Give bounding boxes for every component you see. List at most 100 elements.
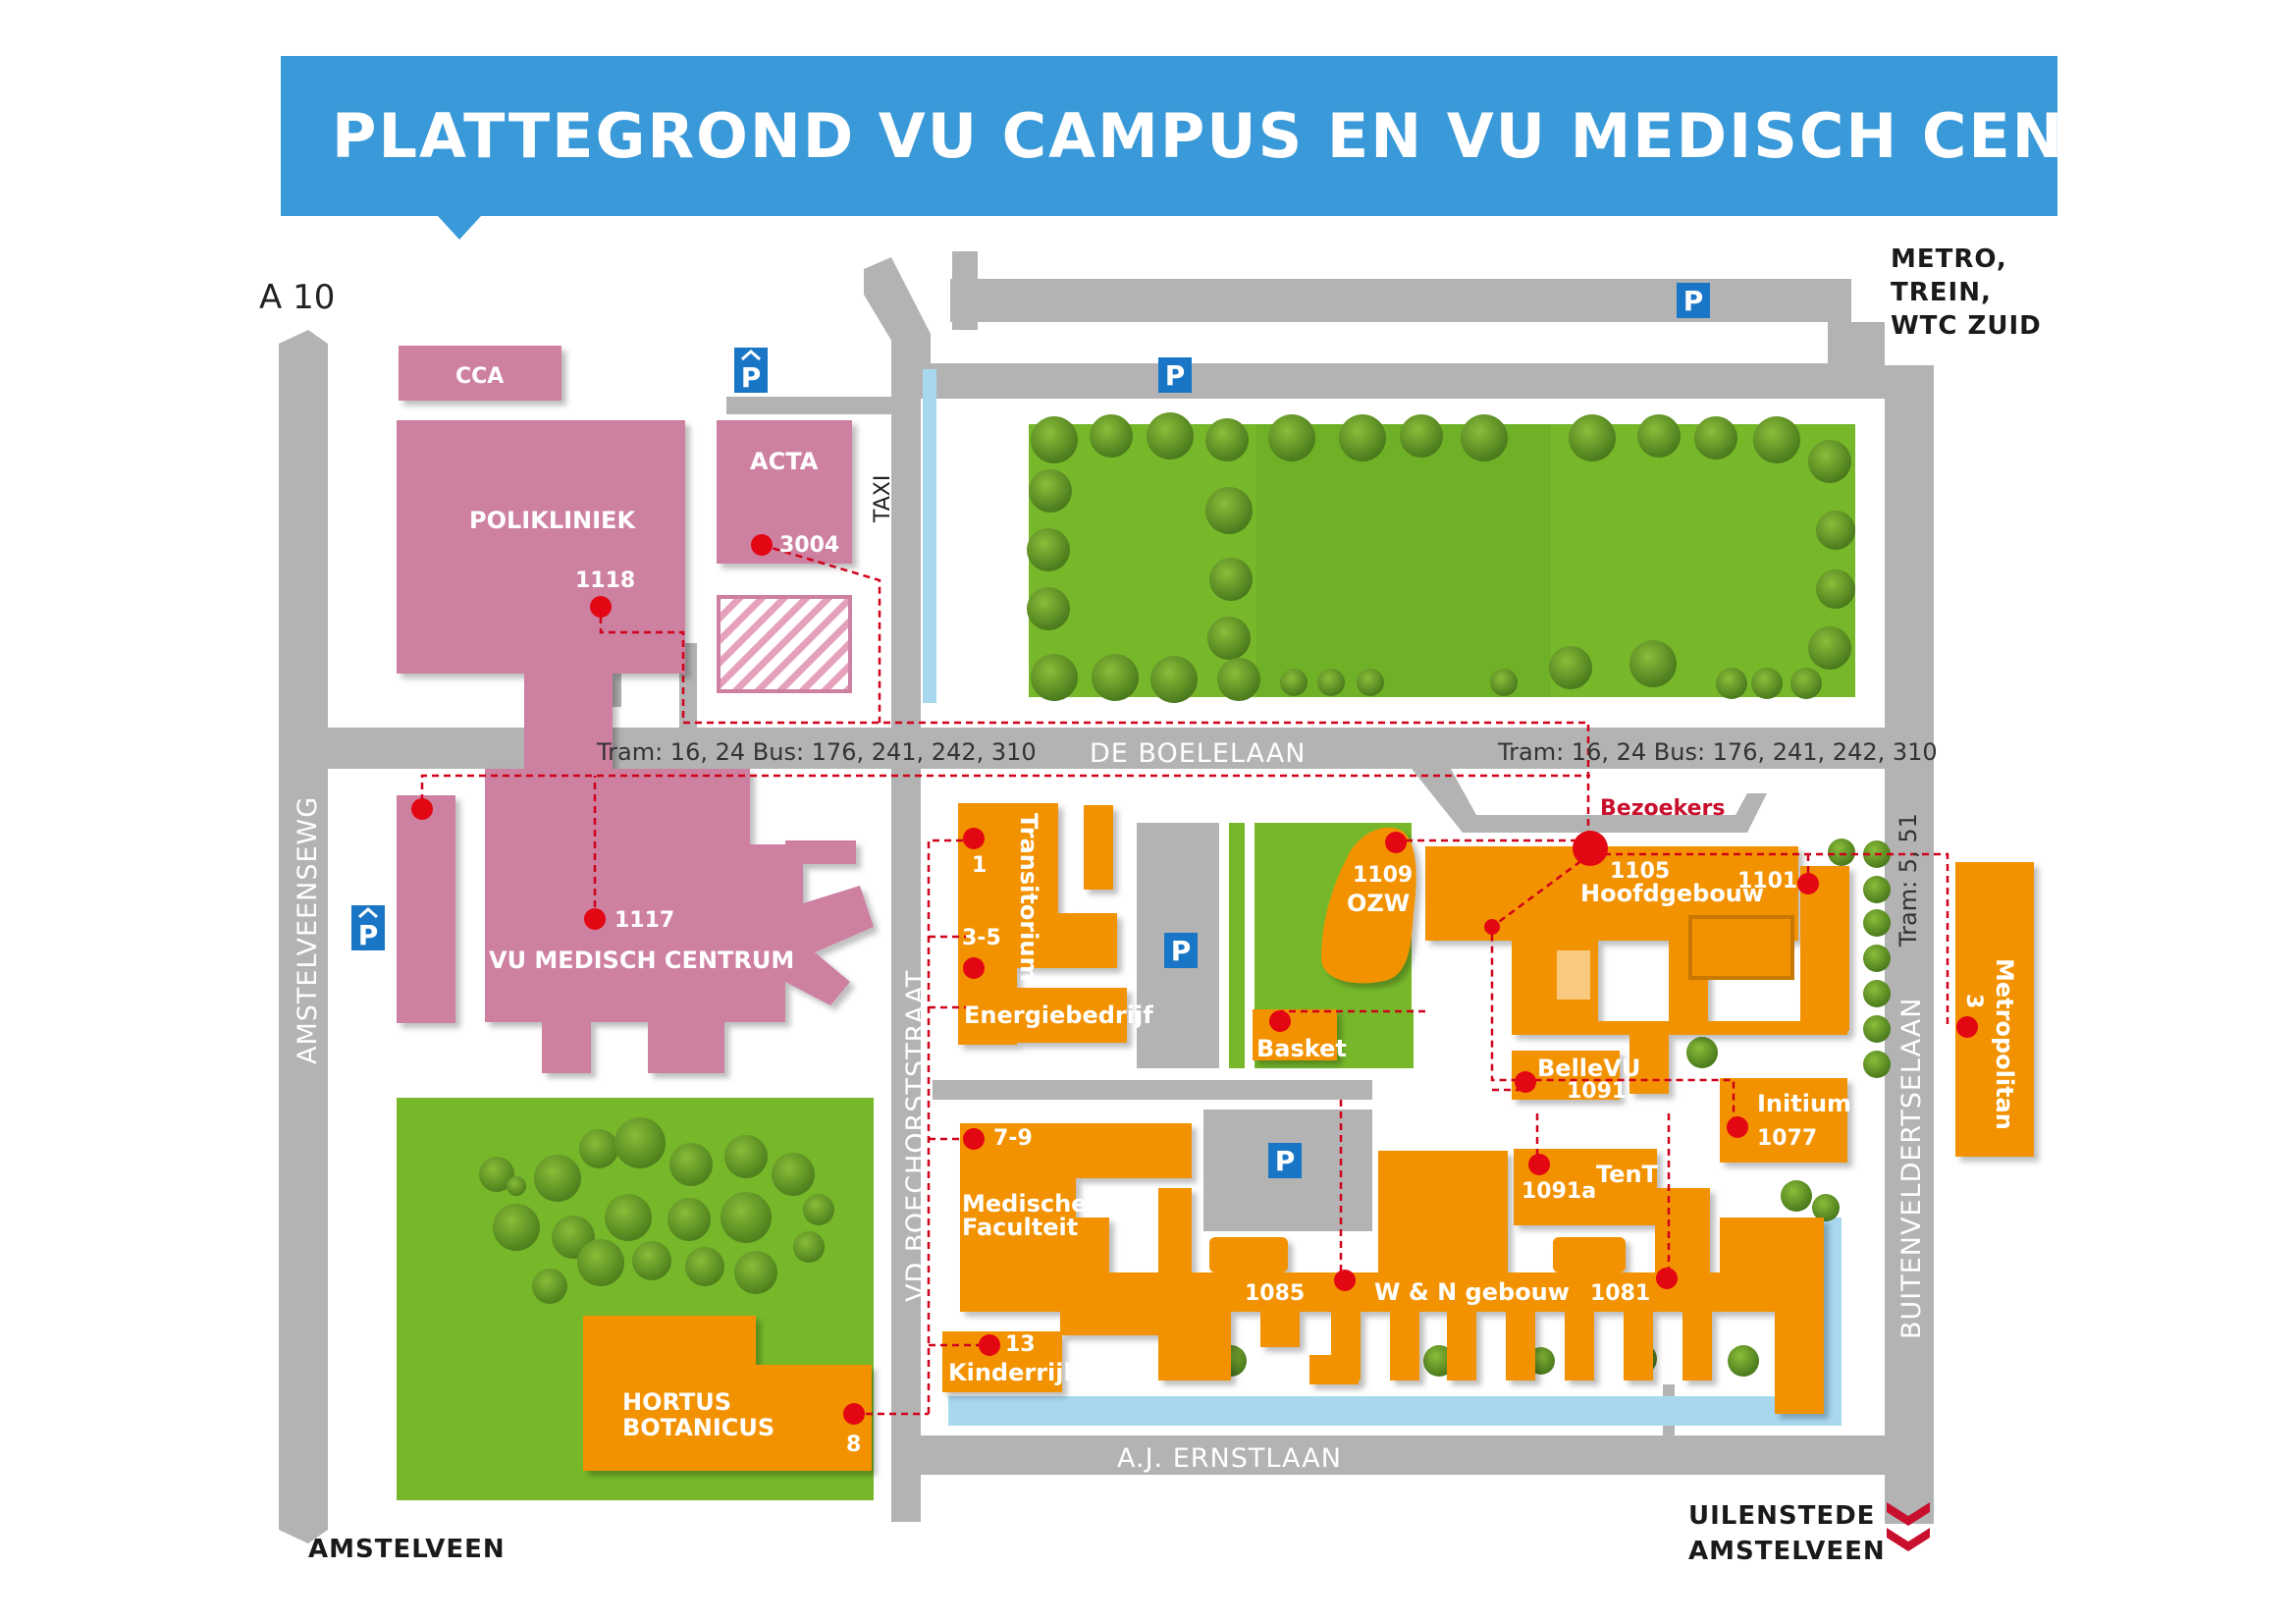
canal-bottom: [948, 1396, 1822, 1426]
building-vumc-west: [397, 795, 455, 1023]
map-title: PLATTEGROND VU CAMPUS EN VU MEDISCH CENT…: [332, 100, 2271, 172]
red-dot-marker-icon: [751, 534, 773, 556]
hoofdgebouw-courtyards: [1557, 915, 1794, 1000]
road-gustav-upper: [950, 279, 1851, 322]
label-uilenstede: UILENSTEDE AMSTELVEEN: [1688, 1501, 1886, 1566]
label-bellevu: BelleVU: [1537, 1055, 1640, 1082]
building-acta-site-construction: [717, 595, 852, 693]
svg-text:1077: 1077: [1757, 1126, 1817, 1151]
red-dot-marker-icon: [1528, 1154, 1550, 1175]
svg-text:3: 3: [1961, 994, 1986, 1008]
red-dot-marker-icon: [963, 828, 985, 849]
building-polikliniek: [397, 420, 685, 674]
label-hoofdgebouw: Hoofdgebouw: [1580, 880, 1764, 907]
red-dot-marker-icon: [584, 908, 606, 930]
label-bezoekers: Bezoekers: [1600, 796, 1725, 821]
canal-left: [923, 369, 936, 703]
road-amstelveenseweg: [279, 330, 328, 1543]
label-wn: W & N gebouw: [1374, 1278, 1570, 1306]
red-dot-marker-icon-bezoekers: [1573, 831, 1608, 866]
trees-park: [1027, 412, 1855, 703]
parking-sign-icon: P: [1268, 1143, 1302, 1178]
red-dot-marker-icon: [843, 1403, 865, 1425]
label-a10: A 10: [259, 278, 335, 317]
svg-text:1117: 1117: [614, 908, 674, 933]
red-dot-marker-icon: [411, 798, 433, 820]
parking-signs: P P P P P P: [351, 283, 1710, 1178]
title-banner: PLATTEGROND VU CAMPUS EN VU MEDISCH CENT…: [281, 56, 2271, 240]
svg-text:AMSTELVEEN: AMSTELVEEN: [1688, 1537, 1886, 1566]
red-dot-marker-icon: [1797, 873, 1819, 894]
road-gustav-lower: [913, 363, 1885, 399]
svg-text:7-9: 7-9: [993, 1126, 1033, 1151]
svg-text:P: P: [358, 919, 379, 951]
svg-text:P: P: [1683, 285, 1704, 317]
label-hortus: HORTUS BOTANICUS: [622, 1388, 774, 1441]
svg-text:1105: 1105: [1610, 859, 1670, 884]
svg-text:3-5: 3-5: [962, 926, 1001, 950]
location-markers: [411, 534, 1978, 1425]
building-cca: [399, 346, 561, 401]
svg-text:UILENSTEDE: UILENSTEDE: [1688, 1501, 1875, 1531]
red-dot-marker-icon: [1334, 1270, 1356, 1291]
label-initium: Initium: [1757, 1090, 1851, 1117]
street-amstelveenseweg: AMSTELVEENSEWG: [293, 796, 323, 1064]
street-aj-ernstlaan: A.J. ERNSTLAAN: [1117, 1443, 1342, 1474]
label-energiebedrijf: Energiebedrijf: [964, 1001, 1153, 1029]
svg-text:P: P: [1165, 359, 1186, 392]
red-dot-marker-icon: [963, 957, 985, 979]
svg-text:BOTANICUS: BOTANICUS: [622, 1414, 774, 1441]
svg-text:8: 8: [846, 1433, 861, 1457]
label-cca: CCA: [455, 364, 504, 389]
building-basket: [1253, 1009, 1337, 1060]
label-tent: TenT: [1596, 1161, 1659, 1188]
svg-text:METRO,: METRO,: [1891, 244, 2007, 274]
label-polikliniek: POLIKLINIEK: [469, 507, 636, 534]
svg-text:1: 1: [972, 853, 987, 878]
building-ozw: [1321, 827, 1416, 984]
road-buitenveldertselaan: [1885, 365, 1934, 1524]
svg-text:P: P: [741, 361, 762, 394]
svg-text:1081: 1081: [1590, 1281, 1650, 1306]
red-dot-marker-icon: [1656, 1268, 1678, 1289]
building-acta: [717, 420, 852, 564]
parking-sign-icon: P: [1677, 283, 1710, 318]
park-and-ride-sign-icon: P: [351, 905, 385, 951]
vumc-buildings: [397, 346, 874, 1073]
label-ozw: OZW: [1347, 890, 1410, 917]
svg-text:3004: 3004: [779, 533, 839, 558]
red-dot-marker-icon: [979, 1334, 1000, 1356]
building-energiebedrijf: [958, 988, 1127, 1043]
label-amstelveen: AMSTELVEEN: [308, 1535, 506, 1564]
svg-text:P: P: [1275, 1145, 1296, 1177]
svg-text:1091a: 1091a: [1522, 1179, 1596, 1204]
svg-text:1109: 1109: [1353, 863, 1413, 888]
building-numbers: 3004 1118 1117 8 1 3-5 7-9 13 1109 1105 …: [575, 533, 1986, 1457]
red-dot-marker-icon: [1515, 1071, 1536, 1093]
label-kinderrijk: Kinderrijk: [948, 1359, 1080, 1386]
green-basket: [1335, 1009, 1414, 1068]
label-transitorium: Transitorium: [1015, 813, 1042, 981]
label-basket: Basket: [1256, 1035, 1347, 1062]
park-and-ride-sign-icon: P: [734, 348, 768, 394]
red-dot-marker-icon: [1956, 1016, 1978, 1038]
transit-west: Tram: 16, 24 Bus: 176, 241, 242, 310: [596, 738, 1037, 766]
label-medische-faculteit: Medische Faculteit: [962, 1190, 1087, 1241]
label-acta: ACTA: [750, 448, 819, 475]
svg-text:1101: 1101: [1737, 869, 1797, 893]
trees-hortus: [479, 1117, 834, 1304]
parking-sign-icon: P: [1164, 933, 1198, 968]
red-dot-marker-icon: [1727, 1116, 1748, 1138]
building-hortus-botanicus: [583, 1316, 756, 1369]
red-dot-marker-icon: [1484, 919, 1500, 935]
water: [923, 369, 1842, 1426]
building-metropolitan: [1955, 862, 2034, 1157]
building-kinderrijk: [942, 1331, 1062, 1392]
label-metro: METRO, TREIN, WTC ZUID: [1891, 244, 2041, 341]
parking-sign-icon: P: [1158, 357, 1192, 393]
svg-text:1118: 1118: [575, 568, 635, 593]
svg-text:TREIN,: TREIN,: [1891, 278, 1992, 307]
red-dot-marker-icon: [963, 1128, 985, 1150]
svg-text:1091: 1091: [1567, 1079, 1627, 1104]
